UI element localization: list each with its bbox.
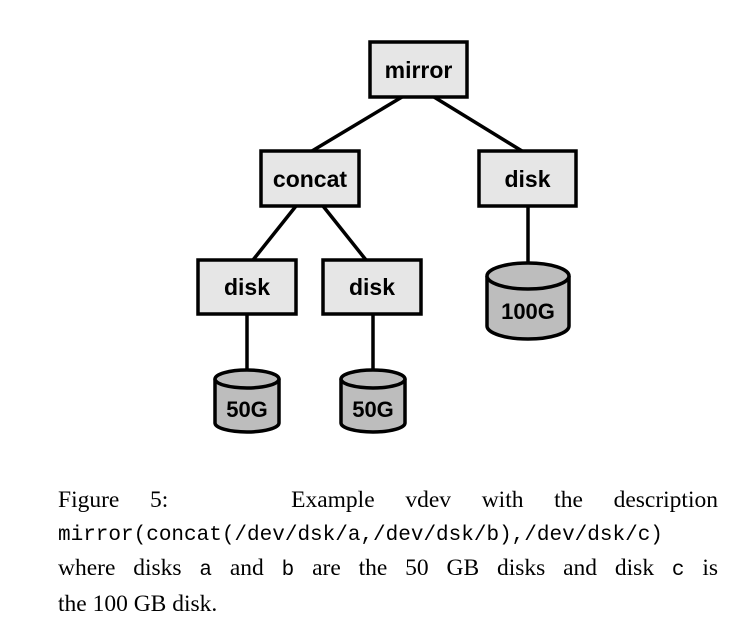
cylinder-label-100g: 100G xyxy=(501,299,555,324)
node-box xyxy=(368,40,469,99)
caption-line-2: mirror(concat(/dev/dsk/a,/dev/dsk/b),/de… xyxy=(58,517,718,553)
edge-concat-disk-b xyxy=(321,204,368,262)
tree-node-disk-c: disk xyxy=(477,149,578,208)
tree-edges xyxy=(245,95,530,374)
node-label-disk-a: disk xyxy=(224,274,270,300)
caption-text-3d: is xyxy=(702,555,719,581)
caption-text-3b: and xyxy=(229,555,264,581)
cylinder-top xyxy=(339,368,407,390)
node-box xyxy=(477,149,578,208)
node-box xyxy=(259,149,361,208)
tree-node-concat: concat xyxy=(259,149,361,208)
vdev-tree-diagram: mirror concat disk disk disk 100G 50G 50… xyxy=(196,40,578,434)
cylinder-body xyxy=(485,276,571,341)
caption-code-c: c xyxy=(671,559,685,582)
disk-cylinder-100g: 100G xyxy=(485,261,571,341)
node-label-disk-c: disk xyxy=(504,166,550,192)
node-label-concat: concat xyxy=(273,166,347,192)
node-label-mirror: mirror xyxy=(385,57,453,83)
caption-text-1: Example vdev with the description xyxy=(291,487,718,513)
figure-caption: Figure 5: Example vdev with the descript… xyxy=(58,484,718,620)
edge-mirror-concat xyxy=(310,95,404,153)
caption-vdev-description: mirror(concat(/dev/dsk/a,/dev/dsk/b),/de… xyxy=(58,523,663,547)
disk-cylinder-50g-a: 50G xyxy=(213,368,281,434)
tree-node-disk-a: disk xyxy=(196,258,298,316)
caption-text-3a: where disks xyxy=(58,555,182,581)
caption-line-4: the 100 GB disk. xyxy=(58,590,218,617)
caption-figure-label: Figure 5: xyxy=(58,487,169,513)
caption-code-a: a xyxy=(199,559,213,582)
node-box xyxy=(196,258,298,316)
cylinder-body xyxy=(213,379,281,434)
caption-text-3c: are the 50 GB disks and disk xyxy=(312,555,655,581)
cylinder-label-50g-b: 50G xyxy=(352,397,394,422)
edge-mirror-disk-c xyxy=(432,95,524,153)
tree-node-disk-b: disk xyxy=(321,258,423,316)
node-label-disk-b: disk xyxy=(349,274,395,300)
tree-node-mirror: mirror xyxy=(368,40,469,99)
caption-line-1: Figure 5: Example vdev with the descript… xyxy=(58,484,718,517)
node-box xyxy=(321,258,423,316)
cylinder-label-50g-a: 50G xyxy=(226,397,268,422)
caption-line-3: where disks a and b are the 50 GB disks … xyxy=(58,552,718,588)
edge-concat-disk-a xyxy=(251,204,298,262)
cylinder-top xyxy=(213,368,281,390)
cylinder-top xyxy=(485,261,571,291)
disk-cylinder-50g-b: 50G xyxy=(339,368,407,434)
cylinder-body xyxy=(339,379,407,434)
caption-code-b: b xyxy=(281,559,295,582)
